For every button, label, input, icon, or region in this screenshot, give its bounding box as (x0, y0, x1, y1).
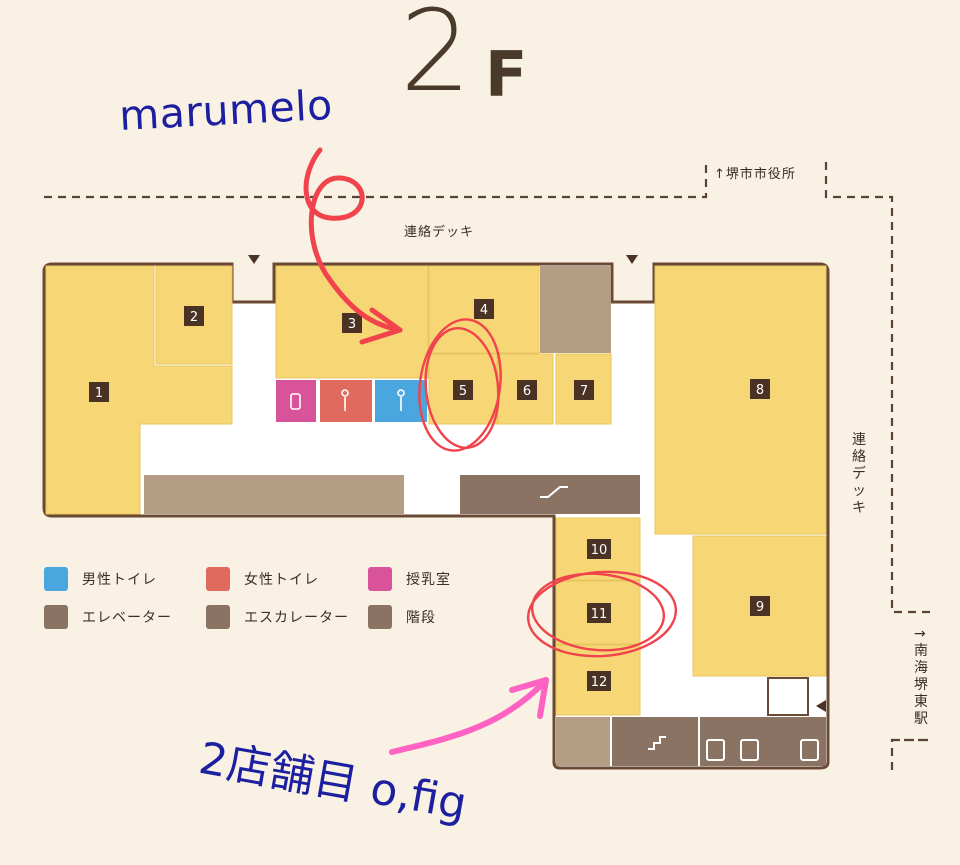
store-label-bg (587, 603, 611, 623)
store-number-12[interactable]: 12 (591, 675, 608, 690)
entrance-marker-left (248, 255, 260, 264)
womens-toilet-icon (341, 389, 349, 397)
store-number-11[interactable]: 11 (591, 607, 608, 622)
stairs-area (612, 717, 698, 766)
store-label-bg (89, 382, 109, 402)
marumelo-arrow (303, 147, 403, 345)
store-label-bg (750, 596, 770, 616)
store-number-6[interactable]: 6 (523, 384, 531, 399)
direction-deck-top: 連絡デッキ (404, 225, 475, 240)
floor-letter: F (485, 38, 528, 111)
store-label-bg (453, 380, 473, 400)
elevator-icon-3 (800, 739, 819, 761)
elevator-icon-2 (740, 739, 759, 761)
store-label-bg (587, 671, 611, 691)
walkway-lines (44, 162, 930, 770)
elevator-icon-1 (706, 739, 725, 761)
store-number-4[interactable]: 4 (480, 303, 488, 318)
nursing-room-icon (368, 567, 392, 591)
mens-toilet-icon (44, 567, 68, 591)
mens-toilet-icon (397, 389, 405, 397)
store-label-bg (750, 379, 770, 399)
legend-item-nursing-room: 授乳室 (368, 566, 451, 592)
legend-item-elevator: エレベーター (44, 604, 172, 630)
store-8 (654, 265, 827, 535)
entrance-marker-bottom (816, 700, 826, 712)
walkway-right (824, 162, 930, 614)
stairs-icon (368, 605, 392, 629)
legend-item-escalator: エスカレーター (206, 604, 349, 630)
entrance-marker-right (626, 255, 638, 264)
entrance-box (767, 677, 809, 716)
escalator-icon (206, 605, 230, 629)
legend-label: 階段 (406, 610, 436, 626)
legend-item-mens-toilet: 男性トイレ (44, 566, 157, 592)
nursing-room-icon (290, 393, 301, 410)
store-label-bg (474, 299, 494, 319)
legend-label: 男性トイレ (82, 572, 157, 588)
escalator-icon (540, 486, 568, 498)
legend-item-womens-toilet: 女性トイレ (206, 566, 319, 592)
elevator-area (700, 717, 826, 766)
walkway-top (44, 162, 708, 199)
marumelo-circle-1 (418, 318, 502, 452)
legend-label: エスカレーター (244, 610, 349, 626)
stairs-icon (648, 736, 666, 750)
service-area-top (540, 266, 611, 353)
ofig-circle-1 (526, 570, 678, 658)
store-number-5[interactable]: 5 (459, 384, 467, 399)
service-area-bl (556, 717, 610, 766)
womens-toilet-icon (206, 567, 230, 591)
ofig-arrow (389, 677, 549, 755)
marumelo-circle-2 (424, 327, 500, 449)
legend-label: 授乳室 (406, 572, 451, 588)
store-number-3[interactable]: 3 (348, 317, 356, 332)
womens-toilet-block (320, 380, 372, 422)
walkway-bottom-right (890, 738, 930, 770)
nursing-room-block (276, 380, 316, 422)
legend-label: 女性トイレ (244, 572, 319, 588)
store-label-bg (342, 313, 362, 333)
store-1 (45, 265, 233, 515)
store-label-bg (517, 380, 537, 400)
store-number-7[interactable]: 7 (580, 384, 588, 399)
store-label-bg (574, 380, 594, 400)
direction-city-hall: ↑堺市市役所 (714, 167, 796, 182)
store-4 (428, 265, 540, 354)
direction-station: →南海堺東駅 (914, 626, 928, 727)
legend-label: エレベーター (82, 610, 172, 626)
store-number-2[interactable]: 2 (190, 310, 198, 325)
store-number-9[interactable]: 9 (756, 600, 764, 615)
elevator-icon (44, 605, 68, 629)
floor-title: 2 F (400, 0, 540, 130)
direction-deck-right: 連絡デッキ (852, 432, 866, 516)
legend: 男性トイレ 女性トイレ 授乳室 エレベーター エスカレーター 階段 (44, 566, 484, 636)
floor-number: 2 (400, 0, 472, 117)
store-number-1[interactable]: 1 (95, 386, 103, 401)
store-number-8[interactable]: 8 (756, 383, 764, 398)
store-label-bg (184, 306, 204, 326)
store-label-bg (587, 539, 611, 559)
legend-item-stairs: 階段 (368, 604, 436, 630)
store-number-10[interactable]: 10 (591, 543, 608, 558)
service-area-bottom (144, 475, 404, 514)
ofig-circle-2 (530, 572, 666, 652)
